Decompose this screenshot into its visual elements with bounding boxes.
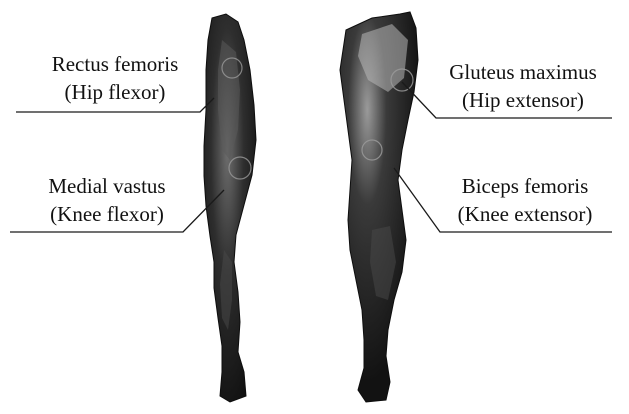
rectus-femoris-label: Rectus femoris (Hip flexor) bbox=[20, 50, 210, 106]
back-leg bbox=[340, 12, 418, 402]
rectus-femoris-name: Rectus femoris bbox=[20, 50, 210, 78]
biceps-femoris-role: (Knee extensor) bbox=[425, 200, 625, 228]
medial-vastus-label: Medial vastus (Knee flexor) bbox=[12, 172, 202, 228]
medial-vastus-name: Medial vastus bbox=[12, 172, 202, 200]
front-leg bbox=[204, 14, 256, 402]
gluteus-maximus-name: Gluteus maximus bbox=[428, 58, 618, 86]
gluteus-maximus-label: Gluteus maximus (Hip extensor) bbox=[428, 58, 618, 114]
biceps-femoris-name: Biceps femoris bbox=[425, 172, 625, 200]
medial-vastus-role: (Knee flexor) bbox=[12, 200, 202, 228]
biceps-femoris-label: Biceps femoris (Knee extensor) bbox=[425, 172, 625, 228]
rectus-femoris-role: (Hip flexor) bbox=[20, 78, 210, 106]
gluteus-maximus-role: (Hip extensor) bbox=[428, 86, 618, 114]
